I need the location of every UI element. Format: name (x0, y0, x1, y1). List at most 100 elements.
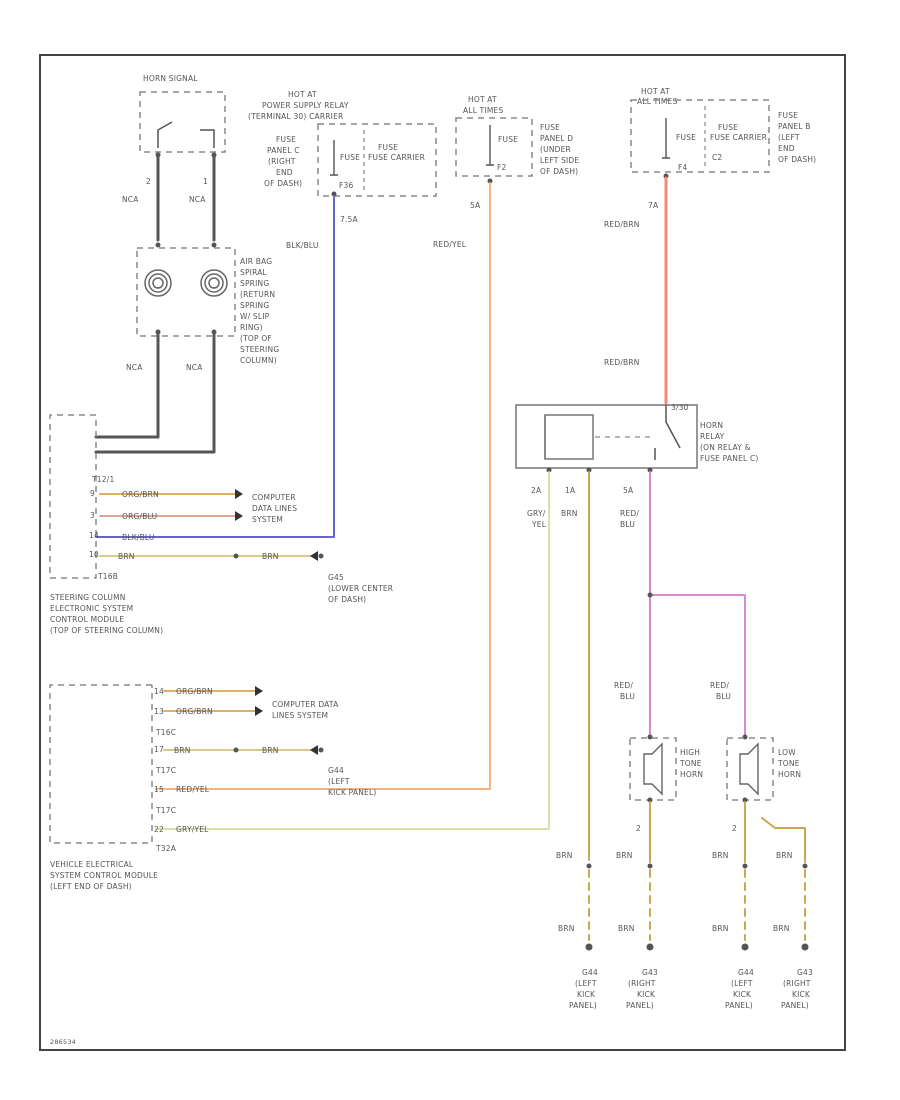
fuse-b-fuse-no: F4 (678, 163, 688, 172)
power-relay-fuse-carrier: FUSE FUSE CARRIER (368, 143, 425, 162)
high-horn-pin (647, 797, 653, 803)
low-horn-wire-out: BRN (712, 851, 729, 860)
horn-relay-coil (544, 414, 594, 460)
ground-splice (586, 863, 592, 869)
steering-column-module: T12/1 9 3 14 10 T16B ORG/BRN ORG/BLU BLK… (49, 414, 393, 635)
power-relay-fuse: FUSE (340, 153, 360, 162)
horn-switch-box (139, 91, 226, 153)
fuse-b-amp: 7A (648, 201, 659, 210)
low-horn-pin-no: 2 (732, 824, 737, 833)
fuse-b-panel: FUSE PANEL B (LEFT END OF DASH) (778, 111, 816, 164)
vescm-wire-label: GRY/YEL (176, 825, 209, 834)
fuse-b-hot: HOT AT (641, 87, 670, 96)
sccm-wire-label: ORG/BRN (122, 490, 159, 499)
ground-wire-label: BRN (558, 924, 575, 933)
power-relay-amp: 7.5A (340, 215, 359, 224)
fuse-d-wire: RED/YEL (433, 240, 467, 249)
high-horn-pin (647, 734, 653, 740)
fuse-panel-b: HOT AT ALL TIMES FUSE FUSE FUSE CARRIER … (604, 87, 816, 229)
fuse-b-fuse: FUSE (676, 133, 696, 142)
clock-spring-pin (211, 329, 217, 335)
ground-point (801, 943, 809, 951)
fuse-d-pin (487, 178, 493, 184)
vescm-connector: T17C (155, 806, 176, 815)
low-horn-pin (742, 797, 748, 803)
vescm-computer-label: COMPUTER DATA LINES SYSTEM (272, 700, 341, 720)
horn-relay-pin-c: 5A (623, 486, 634, 495)
vescm-wire-label: ORG/BRN (176, 707, 213, 716)
ground-upper-wire: BRN (556, 851, 573, 860)
vehicle-electrical-module: 14 13 T16C 17 T17C 15 T17C 22 T32A ORG/B… (49, 684, 377, 891)
vescm-box (49, 684, 153, 844)
diagram-frame (39, 54, 846, 1051)
clock-spring-pin (155, 329, 161, 335)
power-relay-fuse-symbol (330, 140, 338, 176)
wire-splice (647, 592, 653, 598)
fuse-d-fuse-symbol (486, 125, 494, 166)
horn-switch-wire-right: NCA (189, 195, 206, 204)
ground-splice (647, 863, 653, 869)
horn-relay-pin-b: 1A (565, 486, 576, 495)
horn-relay-wire-c: RED/ BLU (620, 509, 642, 529)
vescm-connector: T17C (155, 766, 176, 775)
horn-relay-wire-a: GRY/ YEL (527, 509, 548, 529)
horn-relay-pin (586, 467, 592, 473)
ground-arrow-icon (310, 745, 318, 755)
ground-wire-label: BRN (712, 924, 729, 933)
clock-spring-pin (155, 242, 161, 248)
sccm-wire-label: ORG/BLU (122, 512, 157, 521)
vescm-connector: T16C (155, 728, 176, 737)
fuse-d-amp: 5A (470, 201, 481, 210)
figure-code: 286534 (50, 1038, 76, 1046)
clock-spring-coil-left (144, 269, 172, 297)
fuse-b-fuse-symbol (662, 118, 670, 159)
arrow-icon (235, 511, 243, 521)
vescm-pin: 22 (154, 825, 164, 834)
ground-splice (742, 863, 748, 869)
wire-nca-right-lower (94, 333, 216, 454)
high-horn-box (629, 737, 677, 801)
arrow-icon (255, 706, 263, 716)
power-relay-box (317, 123, 437, 197)
fuse-b-box (630, 99, 770, 173)
ground-arrow-icon (310, 551, 318, 561)
vescm-ground-label: G44 (LEFT KICK PANEL) (328, 766, 377, 797)
low-horn-label: LOW TONE HORN (777, 748, 802, 779)
clock-spring-pin (211, 242, 217, 248)
sccm-pin: 3 (90, 511, 95, 520)
ground-label: G43 (RIGHT KICK PANEL) (626, 968, 661, 1010)
fuse-panel-d: HOT AT ALL TIMES FUSE F2 FUSE PANEL D (U… (433, 95, 579, 249)
high-horn-wire: RED/ BLU (614, 681, 636, 701)
clock-spring-box (136, 247, 236, 337)
horn-relay-label: HORN RELAY (ON RELAY & FUSE PANEL C) (700, 421, 759, 463)
vescm-wire-label: BRN (174, 746, 191, 755)
horn-switch: HORN SIGNAL 2 1 NCA NCA (122, 74, 226, 204)
horn-relay-wire-in: RED/BRN (604, 358, 640, 367)
fuse-d-fuse: FUSE (498, 135, 518, 144)
wire-red-yel (155, 182, 491, 790)
ground-points: BRN BRN BRN BRN BRN G44 (LEFT KICK PANEL… (556, 851, 813, 1010)
clock-spring-label: AIR BAG SPIRAL SPRING (RETURN SPRING W/ … (240, 257, 282, 365)
low-horn-box (726, 737, 774, 801)
power-supply-relay: HOT AT POWER SUPPLY RELAY (TERMINAL 30) … (248, 90, 437, 250)
clock-spring-coil-right (208, 277, 220, 289)
ground-label: G44 (LEFT KICK PANEL) (569, 968, 601, 1010)
fuse-b-hot2: ALL TIMES (637, 97, 677, 106)
horn-switch-pin-right: 1 (203, 177, 208, 186)
horn-switch-contact (157, 121, 215, 148)
sccm-box (49, 414, 97, 579)
horn-relay-pin-a: 2A (531, 486, 542, 495)
fuse-d-box (455, 117, 533, 177)
ground-point (741, 943, 749, 951)
sccm-wire-label: BRN (118, 552, 135, 561)
vescm-label: VEHICLE ELECTRICAL SYSTEM CONTROL MODULE… (50, 860, 161, 891)
sccm-pin: 9 (90, 489, 95, 498)
vescm-ground-wire: BRN (262, 746, 279, 755)
sccm-pin: 10 (89, 550, 99, 559)
fuse-d-hot2: ALL TIMES (463, 106, 503, 115)
high-horn-wire-out: BRN (616, 851, 633, 860)
wire-gry-yel (155, 471, 550, 830)
horn-switch-title: HORN SIGNAL (143, 74, 198, 83)
sccm-label: STEERING COLUMN ELECTRONIC SYSTEM CONTRO… (50, 593, 163, 635)
vescm-splice (233, 747, 239, 753)
